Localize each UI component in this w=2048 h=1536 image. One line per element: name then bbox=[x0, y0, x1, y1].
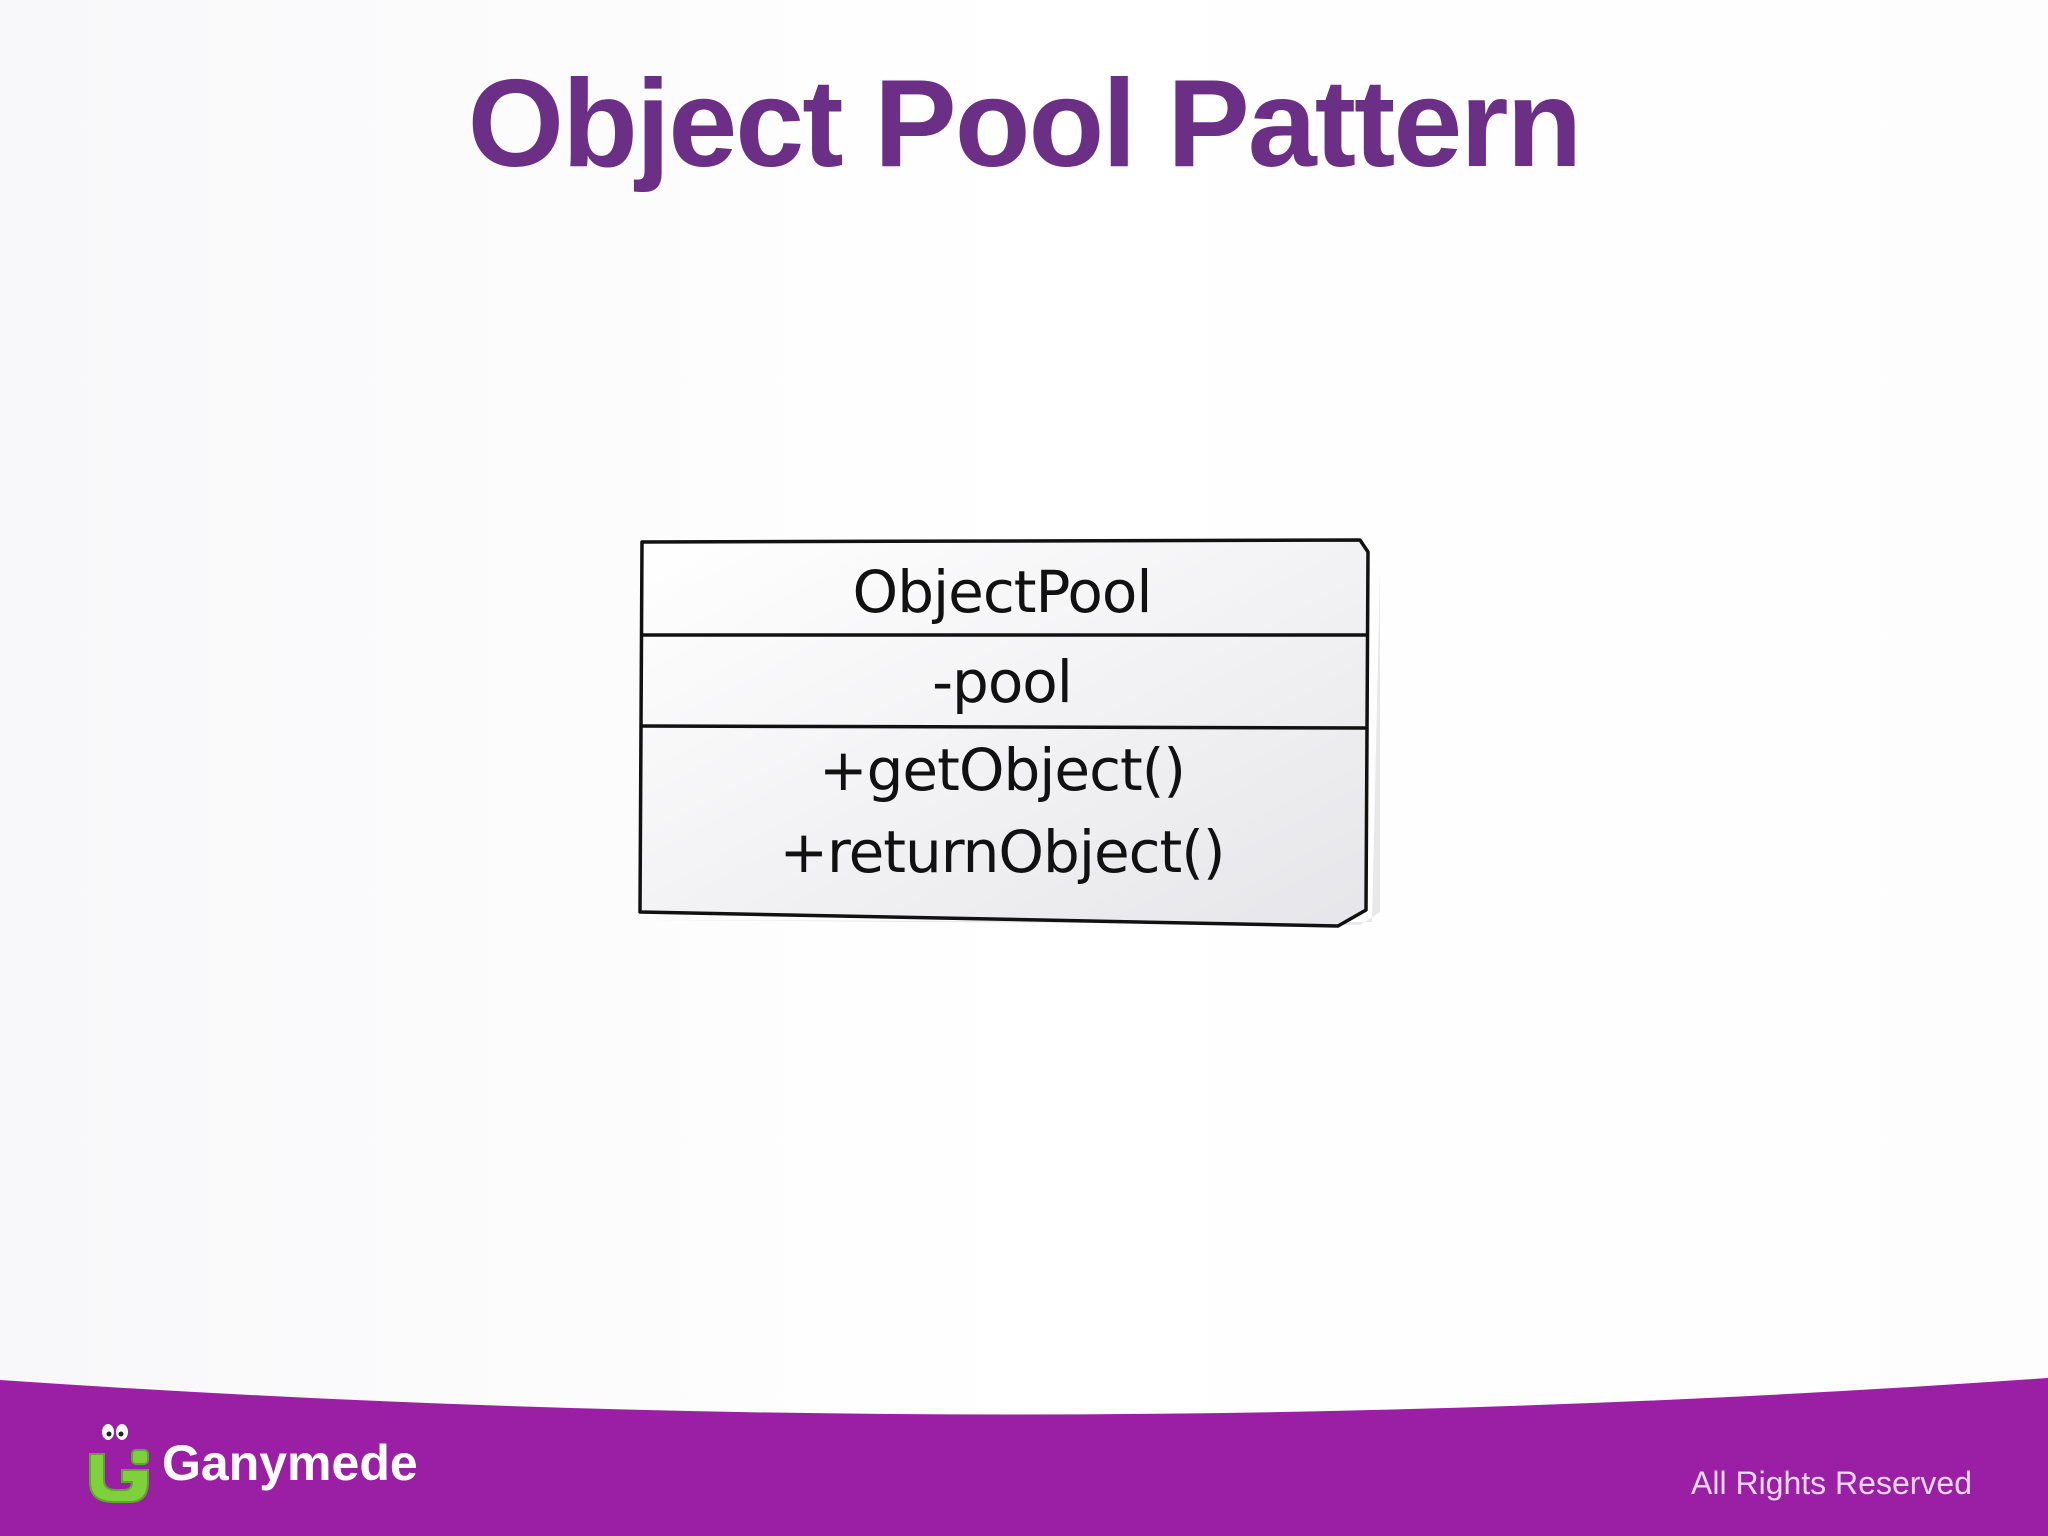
brand-name: Ganymede bbox=[162, 1435, 418, 1491]
footer-band bbox=[0, 1378, 2048, 1536]
ganymede-logo-icon bbox=[89, 1424, 149, 1503]
class-name: ObjectPool bbox=[853, 558, 1152, 626]
slide-title: Object Pool Pattern bbox=[467, 55, 1583, 193]
class-attribute: -pool bbox=[932, 648, 1072, 716]
class-divider-bottom bbox=[641, 724, 1367, 730]
uml-class-diagram: ObjectPool -pool +getObject() +returnObj… bbox=[638, 538, 1380, 928]
class-method: +getObject() bbox=[819, 736, 1185, 804]
brand-logo: Ganymede bbox=[82, 1420, 418, 1506]
class-method: +returnObject() bbox=[779, 818, 1224, 886]
rights-text: All Rights Reserved bbox=[1691, 1465, 1972, 1501]
